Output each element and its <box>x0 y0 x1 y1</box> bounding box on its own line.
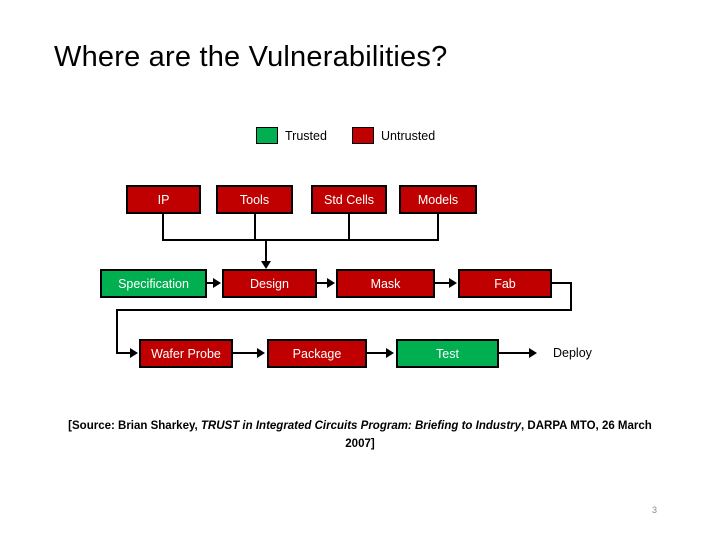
connector-wafer-probe-package <box>233 352 259 354</box>
legend-label-untrusted: Untrusted <box>381 128 436 143</box>
connector-ip-drop <box>162 214 164 241</box>
arrowhead-right-design-icon <box>213 278 221 288</box>
connector-design-mask <box>317 282 328 284</box>
arrowhead-down-design-icon <box>261 261 271 269</box>
node-wafer-probe[interactable]: Wafer Probe <box>139 339 233 368</box>
node-tools[interactable]: Tools <box>216 185 293 214</box>
arrowhead-right-mask-icon <box>327 278 335 288</box>
node-models[interactable]: Models <box>399 185 477 214</box>
connector-tools-drop <box>254 214 256 241</box>
node-package[interactable]: Package <box>267 339 367 368</box>
connector-models-drop <box>437 214 439 241</box>
legend-label-trusted: Trusted <box>285 128 327 143</box>
connector-std-cells-drop <box>348 214 350 241</box>
arrowhead-right-wafer-probe-icon <box>130 348 138 358</box>
node-std-cells[interactable]: Std Cells <box>311 185 387 214</box>
connector-spec-design <box>207 282 215 284</box>
connector-test-deploy <box>499 352 531 354</box>
page-number: 3 <box>652 505 658 515</box>
legend-item-trusted: Trusted <box>256 127 327 144</box>
connector-inputs-bus <box>162 239 439 241</box>
node-test[interactable]: Test <box>396 339 499 368</box>
source-citation: [Source: Brian Sharkey, TRUST in Integra… <box>52 418 668 454</box>
node-specification[interactable]: Specification <box>100 269 207 298</box>
arrowhead-right-fab-icon <box>449 278 457 288</box>
source-suffix: , DARPA MTO, 26 March 2007] <box>345 420 652 450</box>
node-mask[interactable]: Mask <box>336 269 435 298</box>
source-title-italic: TRUST in Integrated Circuits Program: Br… <box>200 420 522 432</box>
trusted-swatch-icon <box>256 127 278 144</box>
connector-fab-down <box>570 282 572 311</box>
arrowhead-right-test-icon <box>386 348 394 358</box>
arrowhead-right-package-icon <box>257 348 265 358</box>
connector-mask-fab <box>435 282 450 284</box>
connector-feedback-down <box>116 309 118 353</box>
arrowhead-right-deploy-icon <box>529 348 537 358</box>
connector-feedback-bus <box>116 309 572 311</box>
connector-feedback-to-wafer-probe <box>116 352 132 354</box>
source-prefix: [Source: Brian Sharkey, <box>68 420 201 432</box>
connector-fab-exit <box>552 282 572 284</box>
connector-bus-to-design <box>265 239 267 263</box>
node-design[interactable]: Design <box>222 269 317 298</box>
node-deploy: Deploy <box>553 346 592 360</box>
page-title: Where are the Vulnerabilities? <box>54 41 448 73</box>
connector-package-test <box>367 352 388 354</box>
untrusted-swatch-icon <box>352 127 374 144</box>
node-fab[interactable]: Fab <box>458 269 552 298</box>
legend-item-untrusted: Untrusted <box>352 127 435 144</box>
node-ip[interactable]: IP <box>126 185 201 214</box>
